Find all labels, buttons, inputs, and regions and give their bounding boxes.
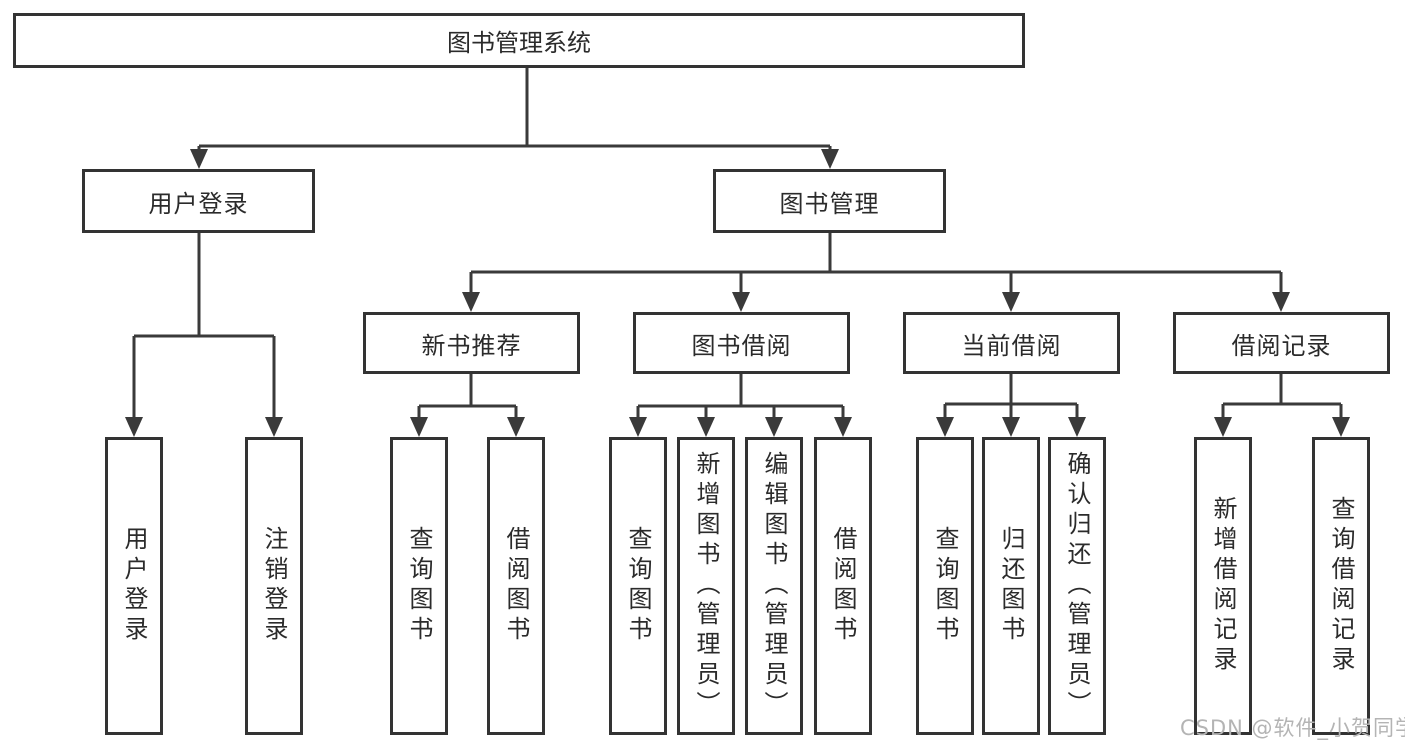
node-new-book-recommend-label: 新书推荐	[421, 331, 522, 360]
leaf-return-book: 归还图书	[982, 437, 1040, 735]
node-current-borrow-label: 当前借阅	[961, 331, 1062, 360]
node-borrow-records: 借阅记录	[1173, 312, 1390, 374]
node-book-management-label: 图书管理	[779, 189, 880, 218]
leaf-query-book-current: 查询图书	[916, 437, 974, 735]
node-user-login-label: 用户登录	[148, 189, 249, 218]
leaf-query-book-borrow: 查询图书	[609, 437, 667, 735]
node-book-borrow: 图书借阅	[633, 312, 850, 374]
leaf-query-book-recommend-label: 查询图书	[405, 526, 433, 646]
leaf-add-book-admin: 新增图书（管理员）	[677, 437, 735, 735]
node-current-borrow: 当前借阅	[903, 312, 1120, 374]
arrowheads	[125, 149, 1350, 437]
leaf-borrow-book: 借阅图书	[814, 437, 872, 735]
node-root: 图书管理系统	[13, 13, 1025, 68]
connector-shafts	[132, 68, 1343, 425]
node-new-book-recommend: 新书推荐	[363, 312, 580, 374]
leaf-add-borrow-record-label: 新增借阅记录	[1209, 496, 1237, 676]
leaf-confirm-return-admin-label: 确认归还（管理员）	[1063, 451, 1091, 721]
leaf-borrow-book-recommend-label: 借阅图书	[502, 526, 530, 646]
node-book-borrow-label: 图书借阅	[691, 331, 792, 360]
node-borrow-records-label: 借阅记录	[1231, 331, 1332, 360]
leaf-return-book-label: 归还图书	[997, 526, 1025, 646]
node-root-label: 图书管理系统	[447, 29, 591, 57]
node-book-management: 图书管理	[713, 169, 946, 233]
csdn-watermark: CSDN @软件_小贺同学	[1180, 716, 1405, 740]
leaf-query-book-recommend: 查询图书	[390, 437, 448, 735]
leaf-query-borrow-record: 查询借阅记录	[1312, 437, 1370, 735]
leaf-query-book-borrow-label: 查询图书	[624, 526, 652, 646]
leaf-edit-book-admin-label: 编辑图书（管理员）	[760, 451, 788, 721]
leaf-query-borrow-record-label: 查询借阅记录	[1327, 496, 1355, 676]
leaf-logout-label: 注销登录	[260, 526, 288, 646]
leaf-borrow-book-label: 借阅图书	[829, 526, 857, 646]
leaf-add-book-admin-label: 新增图书（管理员）	[692, 451, 720, 721]
leaf-logout: 注销登录	[245, 437, 303, 735]
leaf-edit-book-admin: 编辑图书（管理员）	[745, 437, 803, 735]
leaf-borrow-book-recommend: 借阅图书	[487, 437, 545, 735]
leaf-confirm-return-admin: 确认归还（管理员）	[1048, 437, 1106, 735]
leaf-user-login-label: 用户登录	[120, 526, 148, 646]
leaf-query-book-current-label: 查询图书	[931, 526, 959, 646]
leaf-user-login: 用户登录	[105, 437, 163, 735]
leaf-add-borrow-record: 新增借阅记录	[1194, 437, 1252, 735]
node-user-login: 用户登录	[82, 169, 315, 233]
